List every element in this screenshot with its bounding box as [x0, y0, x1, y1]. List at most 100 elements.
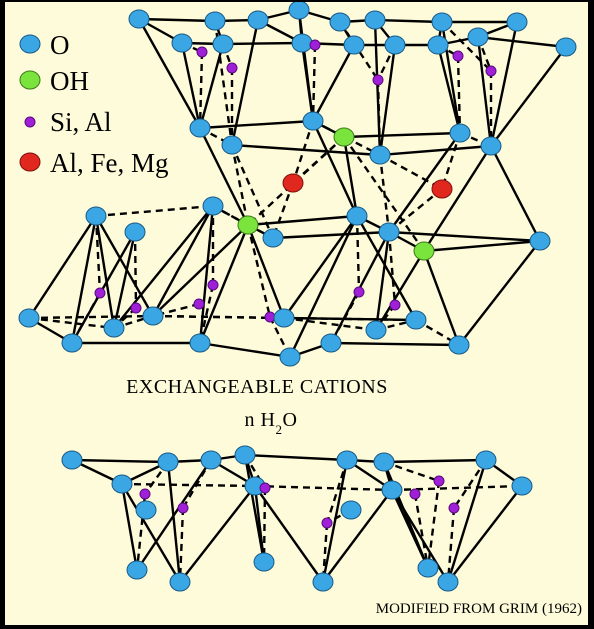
- solid-bond: [230, 19, 260, 146]
- caption-water: n H2O: [245, 409, 298, 437]
- silicon-aluminum-atom: [321, 517, 333, 529]
- caption-water-prefix: n H: [245, 409, 276, 431]
- oxygen-atom: [381, 480, 403, 500]
- oxygen-atom: [448, 335, 470, 355]
- oxygen-atom: [346, 206, 368, 226]
- dashed-bond: [446, 507, 456, 583]
- silicon-aluminum-atom: [353, 286, 365, 298]
- source-credit: MODIFIED FROM GRIM (1962): [376, 601, 582, 617]
- oxygen-atom: [212, 34, 234, 54]
- solid-bond: [447, 485, 523, 583]
- silicon-aluminum-atom: [139, 488, 151, 500]
- caption-exchangeable-cations: EXCHANGEABLE CATIONS: [126, 376, 388, 398]
- solid-bond: [422, 145, 493, 252]
- hydroxyl-atom: [413, 241, 435, 261]
- dashed-bond: [355, 215, 361, 293]
- dashed-bond: [311, 44, 317, 122]
- dashed-bond: [413, 493, 430, 569]
- oxygen-atom: [18, 308, 40, 328]
- solid-bond: [137, 18, 202, 129]
- solid-bond: [422, 250, 461, 346]
- oxygen-atom: [200, 450, 222, 470]
- oxygen-atom: [189, 118, 211, 138]
- oxygen-atom: [124, 222, 146, 242]
- silicon-aluminum-atom: [485, 65, 497, 77]
- hydroxyl-atom: [237, 215, 259, 235]
- dashed-bond: [378, 154, 391, 233]
- solid-bond: [311, 44, 356, 122]
- silicon-aluminum-atom: [389, 299, 401, 311]
- oxygen-atom: [417, 558, 439, 578]
- legend-oxygen-marker: [19, 34, 41, 54]
- atoms: [18, 2, 577, 592]
- solid-bond: [120, 483, 182, 583]
- dashed-bond: [271, 182, 295, 239]
- oxygen-atom: [405, 310, 427, 330]
- oxygen-atom: [511, 476, 533, 496]
- silicon-aluminum-atom: [226, 62, 238, 74]
- legend-hydroxyl-marker: [19, 70, 41, 90]
- silicon-aluminum-atom: [196, 46, 208, 58]
- oxygen-atom: [555, 37, 577, 57]
- legend-silicon-label: Si, Al: [50, 107, 112, 137]
- octahedral-cation-atom: [431, 179, 453, 199]
- solid-bond: [283, 215, 358, 319]
- dashed-bond: [440, 132, 462, 190]
- oxygen-atom: [61, 333, 83, 353]
- dashed-bond: [291, 120, 315, 184]
- solid-bond: [70, 215, 98, 344]
- solid-bond: [151, 205, 215, 317]
- oxygen-atom: [221, 135, 243, 155]
- solid-bond: [180, 42, 202, 129]
- oxygen-atom: [320, 333, 342, 353]
- legend-octahedral-marker: [19, 152, 41, 172]
- solid-bond: [243, 454, 266, 563]
- oxygen-atom: [336, 450, 358, 470]
- solid-bond: [152, 224, 249, 317]
- solid-bond: [436, 44, 462, 134]
- dashed-bond: [152, 314, 417, 322]
- dashed-bond: [181, 459, 213, 509]
- solid-bond: [489, 21, 519, 147]
- silicon-aluminum-atom: [259, 482, 271, 494]
- solid-bond: [244, 453, 348, 462]
- solid-bond: [136, 459, 212, 571]
- dashed-bond: [391, 484, 523, 492]
- solid-bond: [321, 459, 349, 583]
- silicon-aluminum-atom: [372, 74, 384, 86]
- dashed-bond: [453, 459, 487, 509]
- solid-bond: [342, 136, 359, 217]
- oxygen-atom: [288, 2, 310, 20]
- solid-bond: [166, 461, 182, 583]
- silicon-aluminum-atom: [448, 502, 460, 514]
- dashed-bond: [230, 144, 275, 239]
- solid-bond: [322, 489, 393, 583]
- solid-bond: [254, 485, 324, 583]
- oxygen-atom: [480, 136, 502, 156]
- solid-bond: [198, 224, 250, 344]
- silicon-aluminum-atom: [94, 287, 106, 299]
- solid-bond: [179, 485, 256, 583]
- oxygen-atom: [171, 33, 193, 53]
- solid-bond: [222, 41, 303, 46]
- dashed-bond: [383, 460, 440, 483]
- solid-bond: [382, 461, 430, 569]
- dashed-bond: [387, 231, 397, 306]
- oxygen-atom: [369, 145, 391, 165]
- oxygen-atom: [312, 572, 334, 592]
- oxygen-atom: [340, 500, 362, 520]
- solid-bond: [379, 144, 492, 157]
- solid-bond: [198, 205, 215, 344]
- dashed-bond: [198, 284, 215, 344]
- oxygen-atom: [329, 12, 351, 32]
- oxygen-atom: [234, 445, 256, 465]
- dashed-bond: [456, 55, 462, 134]
- dashed-bond: [198, 51, 204, 129]
- solid-bond: [388, 132, 461, 233]
- dashed-bond: [95, 204, 214, 218]
- oxygen-atom: [475, 450, 497, 470]
- dashed-bond: [94, 215, 102, 294]
- dashed-bond: [70, 292, 102, 344]
- oxygen-atom: [135, 500, 157, 520]
- solid-bond: [272, 230, 390, 240]
